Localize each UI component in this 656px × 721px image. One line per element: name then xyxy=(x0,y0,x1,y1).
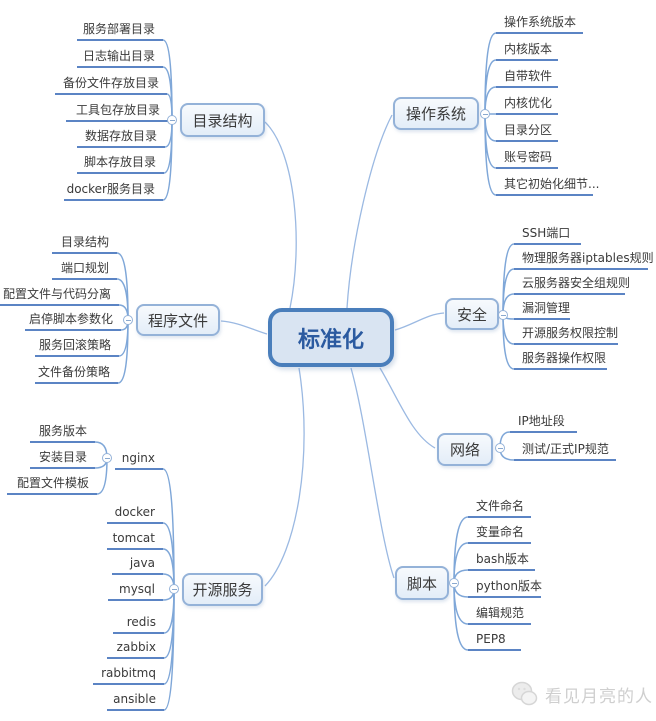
watermark: 看见月亮的人 xyxy=(510,680,653,708)
leaf-topic[interactable]: 文件备份策略 xyxy=(35,364,118,384)
branch-topic[interactable]: 安全 xyxy=(445,298,499,330)
leaf-topic[interactable]: python版本 xyxy=(468,578,542,598)
leaf-topic[interactable]: 漏洞管理 xyxy=(514,300,570,320)
leaf-topic[interactable]: tomcat xyxy=(107,530,163,550)
branch-topic[interactable]: 网络 xyxy=(437,433,493,466)
leaf-topic[interactable]: 变量命名 xyxy=(468,524,531,544)
leaf-topic[interactable]: 开源服务权限控制 xyxy=(514,325,618,345)
leaf-topic[interactable]: 内核优化 xyxy=(496,95,558,115)
watermark-text: 看见月亮的人 xyxy=(545,686,653,707)
collapse-minus-icon[interactable] xyxy=(480,109,490,119)
leaf-topic[interactable]: 其它初始化细节... xyxy=(496,176,599,196)
leaf-topic[interactable]: docker服务目录 xyxy=(64,181,163,201)
branch-topic[interactable]: 程序文件 xyxy=(136,304,220,336)
connector-line xyxy=(162,119,173,201)
connector-line xyxy=(453,542,469,584)
branch-topic[interactable]: 目录结构 xyxy=(180,103,265,137)
branch-topic[interactable]: 脚本 xyxy=(395,566,449,600)
leaf-topic[interactable]: 端口规划 xyxy=(52,260,117,280)
leaf-topic[interactable]: 工具包存放目录 xyxy=(66,102,168,122)
leaf-topic[interactable]: 启停脚本参数化 xyxy=(25,311,121,331)
connector-line xyxy=(453,582,469,625)
connector-line xyxy=(453,516,469,584)
leaf-topic[interactable]: ansible xyxy=(107,691,164,711)
leaf-topic[interactable]: 安装目录 xyxy=(30,449,95,469)
connector-line xyxy=(453,582,469,651)
leaf-topic[interactable]: 服务部署目录 xyxy=(77,21,163,41)
leaf-topic[interactable]: bash版本 xyxy=(468,551,535,571)
collapse-minus-icon[interactable] xyxy=(123,315,133,325)
collapse-minus-icon[interactable] xyxy=(167,115,177,125)
leaf-topic[interactable]: 服务回滚策略 xyxy=(35,337,119,357)
leaf-topic[interactable]: 内核版本 xyxy=(496,41,558,61)
leaf-topic[interactable]: 配置文件模板 xyxy=(7,475,97,495)
leaf-topic[interactable]: 测试/正式IP规范 xyxy=(514,441,616,461)
connector-line xyxy=(379,367,436,449)
leaf-topic[interactable]: 账号密码 xyxy=(496,149,558,169)
leaf-topic[interactable]: java xyxy=(112,555,163,575)
leaf-topic[interactable]: zabbix xyxy=(107,639,164,659)
leaf-topic[interactable]: 服务器操作权限 xyxy=(514,350,607,370)
connector-line xyxy=(502,314,515,370)
leaf-topic[interactable]: 配置文件与代码分离 xyxy=(0,286,119,306)
leaf-topic[interactable]: 云服务器安全组规则 xyxy=(514,275,630,295)
leaf-topic[interactable]: 脚本存放目录 xyxy=(77,154,164,174)
collapse-minus-icon[interactable] xyxy=(169,584,179,594)
leaf-topic[interactable]: 目录分区 xyxy=(496,122,558,142)
leaf-topic[interactable]: 文件命名 xyxy=(468,498,531,518)
leaf-topic[interactable]: 操作系统版本 xyxy=(496,14,583,34)
connector-line xyxy=(220,320,268,335)
connector-line xyxy=(117,319,129,384)
collapse-minus-icon[interactable] xyxy=(498,310,508,320)
leaf-topic[interactable]: redis xyxy=(113,614,164,634)
connector-line xyxy=(163,588,175,711)
leaf-topic[interactable]: SSH端口 xyxy=(514,225,581,245)
connector-line xyxy=(394,312,445,331)
leaf-topic[interactable]: PEP8 xyxy=(468,631,521,651)
connector-line xyxy=(96,457,108,495)
leaf-topic[interactable]: 目录结构 xyxy=(52,234,117,254)
leaf-topic[interactable]: rabbitmq xyxy=(93,665,164,685)
leaf-topic[interactable]: 编辑规范 xyxy=(468,605,531,625)
connector-line xyxy=(350,367,395,579)
leaf-topic[interactable]: 物理服务器iptables规则 xyxy=(514,250,654,270)
central-topic[interactable]: 标准化 xyxy=(268,308,394,367)
connector-line xyxy=(484,113,497,196)
leaf-topic[interactable]: 日志输出目录 xyxy=(77,48,163,68)
leaf-topic[interactable]: docker xyxy=(107,504,163,524)
branch-topic[interactable]: 开源服务 xyxy=(182,573,263,606)
leaf-topic[interactable]: nginx xyxy=(115,450,163,470)
connector-line xyxy=(264,367,305,587)
leaf-topic[interactable]: 数据存放目录 xyxy=(77,128,165,148)
connector-line xyxy=(346,114,393,309)
leaf-topic[interactable]: 备份文件存放目录 xyxy=(55,75,167,95)
leaf-topic[interactable]: mysql xyxy=(108,581,163,601)
leaf-topic[interactable]: IP地址段 xyxy=(510,413,577,433)
leaf-topic[interactable]: 服务版本 xyxy=(30,423,95,443)
collapse-minus-icon[interactable] xyxy=(102,453,112,463)
collapse-minus-icon[interactable] xyxy=(449,578,459,588)
connector-line xyxy=(264,121,297,309)
leaf-topic[interactable]: 自带软件 xyxy=(496,68,558,88)
connector-line xyxy=(484,32,497,115)
collapse-minus-icon[interactable] xyxy=(495,443,505,453)
branch-topic[interactable]: 操作系统 xyxy=(393,97,479,130)
watermark-logo-icon xyxy=(511,681,538,706)
